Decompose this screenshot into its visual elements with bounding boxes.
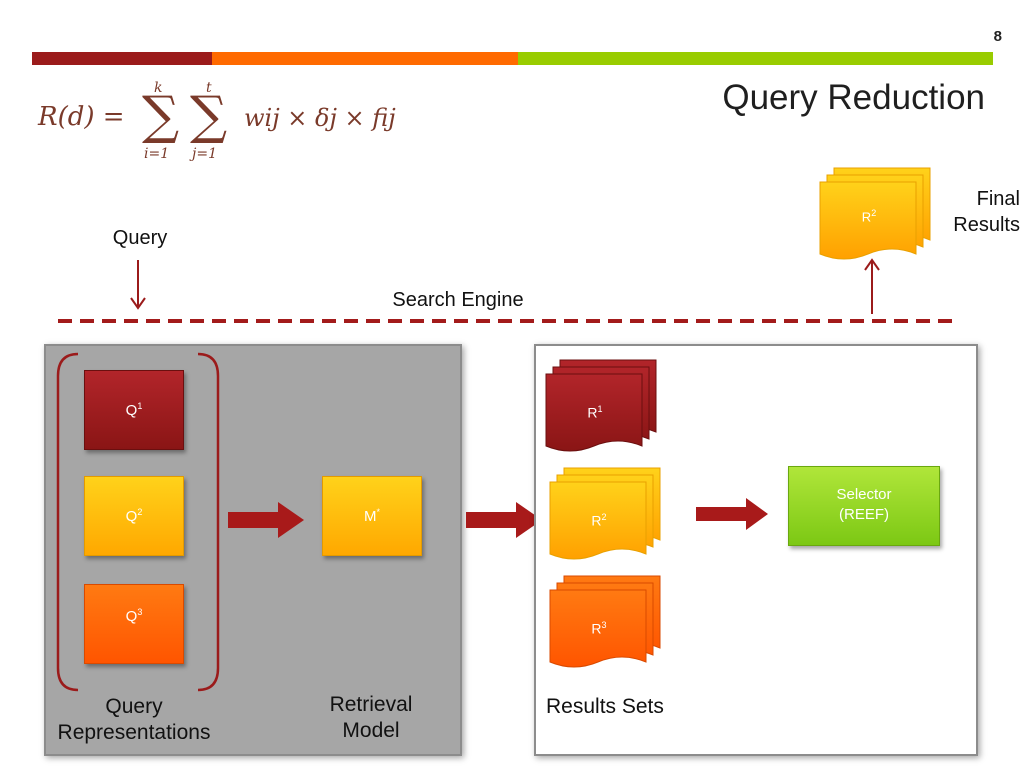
retrieval-model-label: Retrieval Model: [296, 692, 446, 745]
sum1-top: k: [154, 80, 163, 96]
q2-sup: 2: [137, 507, 143, 517]
q2-base: Q: [125, 508, 138, 525]
sum2-top: t: [206, 80, 212, 96]
result-set-r2-doc-stack: [549, 467, 661, 560]
retrieval-model-line-2: Model: [342, 719, 400, 743]
sum1-bottom: i=1: [144, 146, 170, 162]
q2-label: Q2: [85, 507, 183, 525]
query-representations-label: Query Representations: [44, 694, 224, 747]
result-set-r1-doc-stack: [545, 359, 657, 452]
sum1-sigma-icon: ∑: [142, 86, 180, 146]
page-number: 8: [993, 28, 1002, 45]
slide-title: Query Reduction: [722, 78, 985, 117]
sum2-sigma-icon: ∑: [190, 86, 228, 146]
r1-sup: 1: [597, 404, 603, 414]
m-base: M: [363, 508, 377, 525]
m-label: M*: [323, 507, 421, 525]
r2-label: R2: [550, 512, 648, 529]
r2-base: R: [591, 512, 602, 529]
header-bar-green: [518, 52, 993, 65]
retrieval-model-line-1: Retrieval: [329, 693, 413, 716]
query-representations-line-1: Query: [105, 695, 163, 718]
selector-reef-box: Selector (REEF): [788, 466, 940, 546]
sum2-bottom: j=1: [192, 146, 217, 162]
r2-sup: 2: [601, 512, 607, 522]
r3-base: R: [591, 620, 602, 637]
final-results-label: Final Results: [936, 186, 1020, 238]
retrieval-model-box-m: M*: [322, 476, 422, 556]
final-results-line-1: Final: [976, 188, 1020, 210]
q3-sup: 3: [137, 607, 143, 617]
arrow-to-model-icon: [228, 502, 304, 538]
final-r-sup: 2: [871, 208, 877, 218]
query-label: Query: [112, 227, 168, 249]
selector-line-2: (REEF): [839, 506, 889, 524]
query-down-arrow-icon: [130, 260, 146, 310]
header-bar-orange: [212, 52, 518, 65]
formula-lhs: R(d) =: [38, 102, 125, 132]
search-engine-dashed-line: [58, 319, 958, 323]
arrow-to-results-icon: [466, 502, 542, 538]
final-results-doc-label: R2: [820, 208, 918, 224]
arrow-to-selector-icon: [696, 498, 768, 530]
query-box-q1: Q1: [84, 370, 184, 450]
header-bar-red: [32, 52, 212, 65]
q3-base: Q: [125, 608, 138, 625]
q1-label: Q1: [85, 401, 183, 419]
query-box-q2: Q2: [84, 476, 184, 556]
m-sup: *: [376, 507, 380, 517]
r1-base: R: [587, 404, 598, 421]
final-results-doc-stack: [819, 167, 931, 260]
result-set-r3-doc-stack: [549, 575, 661, 668]
results-sets-label: Results Sets: [546, 695, 664, 718]
search-engine-label: Search Engine: [392, 289, 524, 311]
q3-label: Q3: [85, 607, 183, 625]
query-representations-line-2: Representations: [57, 721, 211, 745]
r3-label: R3: [550, 620, 648, 637]
r1-label: R1: [546, 404, 644, 421]
q1-base: Q: [125, 402, 138, 419]
final-results-line-2: Results: [953, 214, 1020, 236]
formula-body: wij × δj × fij: [244, 104, 396, 132]
query-group-parentheses: [56, 352, 220, 692]
query-box-q3: Q3: [84, 584, 184, 664]
selector-label: Selector (REEF): [789, 485, 939, 526]
final-results-up-arrow-icon: [864, 258, 880, 314]
final-r-base: R: [861, 209, 872, 225]
q1-sup: 1: [137, 401, 143, 411]
selector-line-1: Selector: [836, 486, 892, 503]
r3-sup: 3: [601, 620, 607, 630]
